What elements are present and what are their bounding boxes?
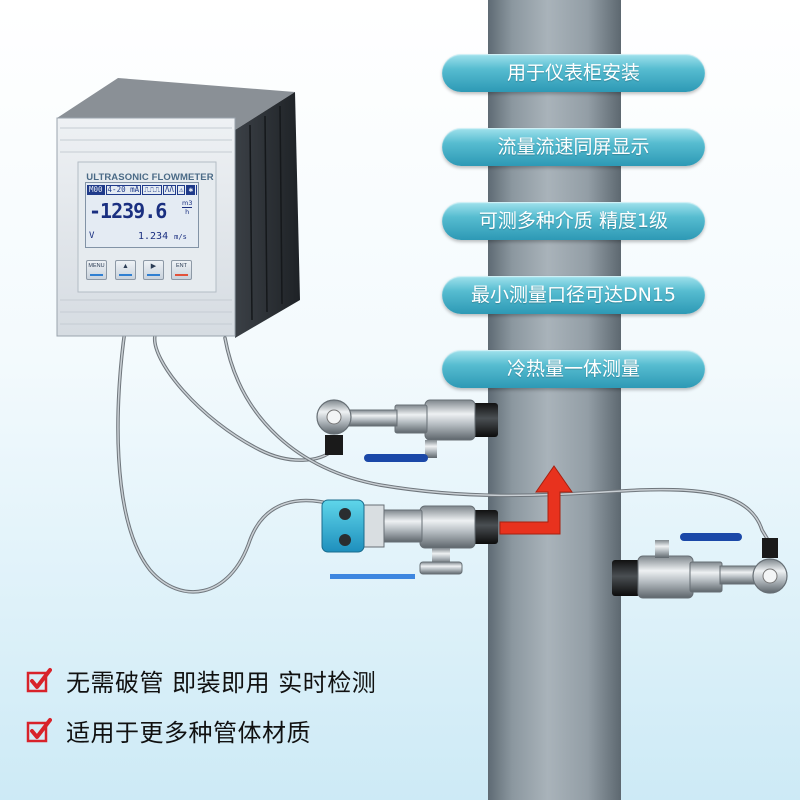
signal-cables: [116, 328, 770, 594]
feature-item: 适用于更多种管体材质: [26, 714, 311, 747]
lcd-current-indicator: 4-20 mA: [105, 185, 142, 195]
right-sensor-assembly: [612, 533, 788, 599]
enter-key[interactable]: ENT: [171, 260, 192, 280]
flow-direction-arrow: [499, 465, 573, 535]
right-arrow-icon: ▶: [150, 263, 157, 270]
flow-rate-unit: m3 h: [182, 199, 193, 216]
lcd-pulse-icon: ⎍⎍⎍: [142, 185, 162, 195]
banner-media-accuracy: 可测多种介质 精度1级: [442, 202, 705, 240]
feature-text: 适用于更多种管体材质: [66, 718, 311, 747]
upper-sensor-assembly: [316, 399, 498, 462]
flow-unit-denominator: h: [182, 207, 193, 216]
banner-cabinet-mount: 用于仪表柜安装: [442, 54, 705, 92]
velocity-label: V: [89, 231, 95, 241]
checkbox-check-icon: [26, 718, 52, 743]
lcd-backlight-icon: ✱: [186, 185, 195, 195]
right-key[interactable]: ▶: [143, 260, 164, 280]
flow-rate-value: -1239.6: [89, 199, 167, 223]
banner-heat-metering: 冷热量一体测量: [442, 350, 705, 388]
feature-text: 无需破管 即装即用 实时检测: [66, 668, 377, 697]
lcd-b-indicator: B: [195, 185, 197, 195]
enter-key-label: ENT: [176, 263, 187, 269]
lcd-alarm-icon: ⚠: [176, 185, 186, 195]
pipe: [488, 0, 621, 800]
banner-min-diameter: 最小测量口径可达DN15: [442, 276, 705, 314]
lower-sensor-assembly: [321, 499, 498, 579]
velocity-value: 1.234: [138, 231, 169, 242]
up-key[interactable]: ▲: [115, 260, 136, 280]
menu-key[interactable]: MENU: [86, 260, 107, 280]
feature-item: 无需破管 即装即用 实时检测: [26, 664, 377, 697]
velocity-readout: 1.234 m/s: [138, 231, 187, 242]
banner-dual-display: 流量流速同屏显示: [442, 128, 705, 166]
lcd-signal-icon: ΛΛ: [162, 185, 176, 195]
up-arrow-icon: ▲: [122, 263, 129, 270]
checkbox-check-icon: [26, 668, 52, 693]
flow-unit-numerator: m3: [182, 199, 193, 207]
meter-title: ULTRASONIC FLOWMETER: [86, 172, 214, 183]
lcd-mode-indicator: M00: [87, 185, 105, 195]
menu-key-label: MENU: [88, 263, 105, 269]
velocity-unit: m/s: [174, 233, 187, 241]
